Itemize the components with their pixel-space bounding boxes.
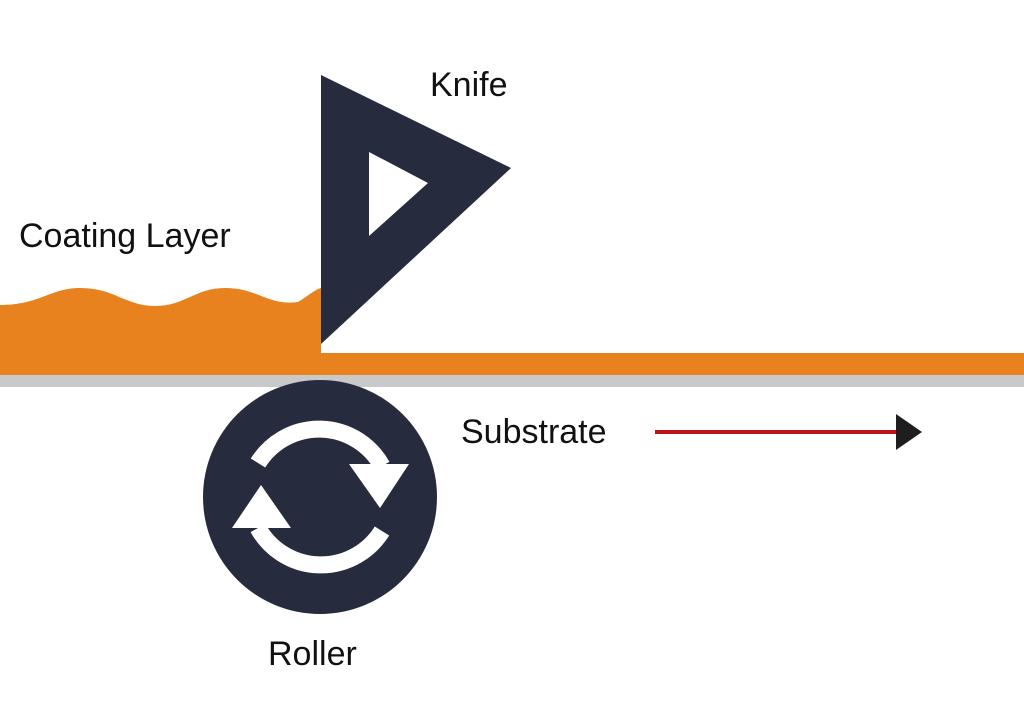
substrate-label: Substrate [461, 413, 607, 451]
rotate-arrow-bottom [250, 523, 390, 574]
rotate-arrows-icon [232, 420, 409, 574]
arrow-right-icon [896, 414, 922, 450]
roller [203, 380, 437, 614]
coating-layer-label: Coating Layer [19, 217, 231, 255]
rotate-arrow-top [250, 420, 390, 471]
coated-film [318, 353, 1024, 375]
knife-label: Knife [430, 66, 508, 104]
knife-icon [321, 75, 511, 344]
substrate-layer [0, 374, 1024, 387]
coating-pool [0, 288, 321, 375]
rotate-arrowhead-top [349, 464, 409, 508]
rotate-arrowhead-bottom [232, 485, 291, 528]
roller-label: Roller [268, 635, 357, 673]
